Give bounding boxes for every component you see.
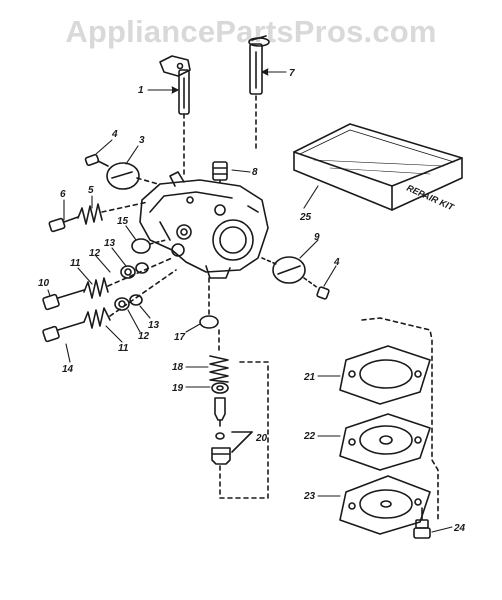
callout-20: 20 (255, 433, 268, 444)
callout-8: 8 (252, 167, 258, 178)
part-12-lower-o-ring (114, 297, 130, 311)
callout-12-bottom: 12 (138, 331, 150, 342)
part-17-plug (199, 277, 219, 329)
callout-5: 5 (88, 185, 94, 196)
part-6-idle-screw (48, 216, 79, 233)
callout-24: 24 (453, 523, 466, 534)
watermark-text: AppliancePartsPros.com (65, 14, 437, 49)
part-20-needle-and-seat (211, 397, 253, 465)
leader-lines (47, 68, 453, 533)
callout-4-top: 4 (111, 129, 118, 140)
callout-21: 21 (303, 372, 316, 383)
part-10-main-needle (42, 257, 173, 311)
callout-12-top: 12 (89, 248, 101, 259)
part-14-idle-needle (42, 269, 177, 343)
callout-13-top: 13 (104, 238, 116, 249)
carburetor-body (139, 171, 269, 279)
part-19-washer (211, 382, 229, 394)
part-11-upper-spring (83, 277, 109, 299)
callout-25: 25 (299, 212, 312, 223)
part-5-spring (77, 201, 149, 225)
dashed-gasket-guide (361, 317, 439, 523)
callout-1: 1 (138, 85, 144, 96)
part-3-throttle-plate (106, 162, 173, 190)
callout-4-side: 4 (333, 257, 340, 268)
part-9-choke-plate (261, 256, 306, 284)
part-4-screw-side (303, 277, 330, 300)
part-11-lower-spring (83, 307, 111, 329)
callout-9: 9 (314, 232, 320, 243)
callout-7: 7 (289, 68, 295, 79)
callout-labels: 1 7 4 3 8 6 5 15 13 12 11 10 9 4 13 12 1… (38, 68, 466, 534)
part-13-lower-washer (129, 294, 143, 306)
part-7-choke-shaft (248, 35, 270, 151)
callout-18: 18 (172, 362, 184, 373)
callout-23: 23 (303, 491, 316, 502)
part-23-cover (339, 475, 431, 535)
callout-22: 22 (303, 431, 316, 442)
part-22-diaphragm (339, 413, 431, 471)
callout-19: 19 (172, 383, 184, 394)
part-13-upper-washer (135, 262, 149, 274)
part-1-throttle-shaft (159, 55, 191, 177)
part-12-upper-o-ring (120, 265, 136, 279)
callout-3: 3 (139, 135, 145, 146)
callout-14: 14 (62, 364, 74, 375)
callout-15: 15 (117, 216, 129, 227)
part-18-spring (209, 329, 229, 383)
callout-11-bottom: 11 (118, 343, 129, 354)
callout-13-bottom: 13 (148, 320, 160, 331)
dashed-path-seat (219, 361, 269, 499)
part-24-cover-screw (413, 507, 431, 539)
callout-6: 6 (60, 189, 66, 200)
part-4-screw-top (84, 153, 109, 167)
callout-10: 10 (38, 278, 50, 289)
part-21-gasket (339, 345, 431, 405)
callout-11-top: 11 (70, 258, 81, 269)
part-15-welch-plug (131, 238, 167, 254)
callout-17: 17 (174, 332, 186, 343)
part-25-repair-kit (293, 123, 463, 211)
